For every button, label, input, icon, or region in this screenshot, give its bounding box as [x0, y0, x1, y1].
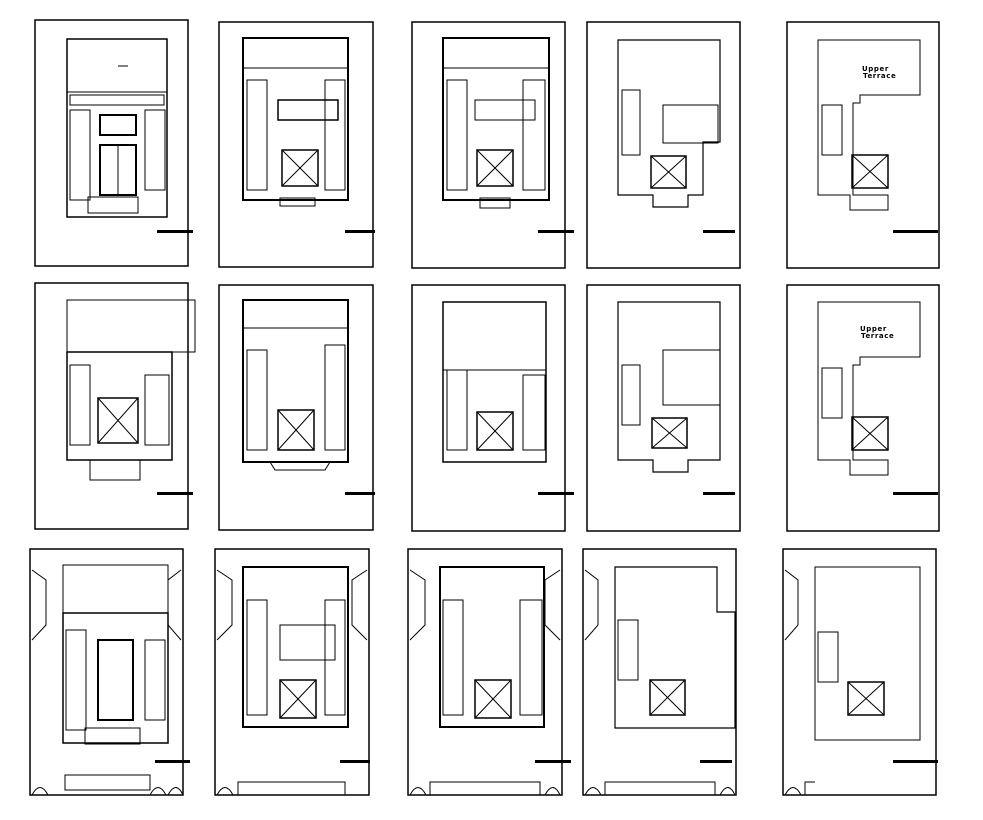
upper-terrace-label-line2: Terrace [863, 72, 896, 80]
cross-box-icon [847, 681, 885, 716]
cross-box-icon [649, 679, 686, 716]
cross-box-icon [281, 149, 319, 187]
plan-panel-r3c3 [407, 548, 571, 796]
plan-panel-r1c1 [34, 19, 193, 267]
cross-box-icon [650, 155, 687, 189]
cross-box-icon [651, 417, 688, 449]
upper-terrace-label-line1-b: Upper [860, 325, 887, 333]
plan-panel-r3c5 [782, 548, 938, 796]
cross-box-icon [474, 679, 512, 719]
upper-terrace-label-line2-b: Terrace [861, 332, 894, 340]
plan-panel-r1c3 [411, 21, 574, 269]
cross-box-icon [851, 154, 889, 189]
plan-panel-r3c2 [214, 548, 370, 796]
plan-panel-r2c4 [586, 284, 741, 532]
cross-box-icon [851, 416, 889, 451]
plan-panel-r2c5: Upper Terrace [786, 284, 940, 532]
cross-box-icon [277, 409, 315, 451]
plan-panel-r1c4 [586, 21, 741, 269]
plan-panel-r3c1 [29, 548, 190, 796]
cross-box-icon [97, 397, 139, 444]
plan-panel-r2c1 [34, 282, 196, 530]
upper-terrace-label-line1: Upper [862, 65, 889, 73]
plan-panel-r2c2 [218, 284, 375, 531]
plan-panel-r1c5: Upper Terrace [786, 21, 940, 269]
cross-box-icon [476, 411, 514, 451]
cross-box-icon [476, 149, 514, 187]
cross-box-icon [279, 679, 317, 719]
plan-panel-r3c4 [582, 548, 737, 796]
plan-panel-r2c3 [411, 284, 574, 532]
plan-panel-r1c2 [218, 21, 375, 268]
